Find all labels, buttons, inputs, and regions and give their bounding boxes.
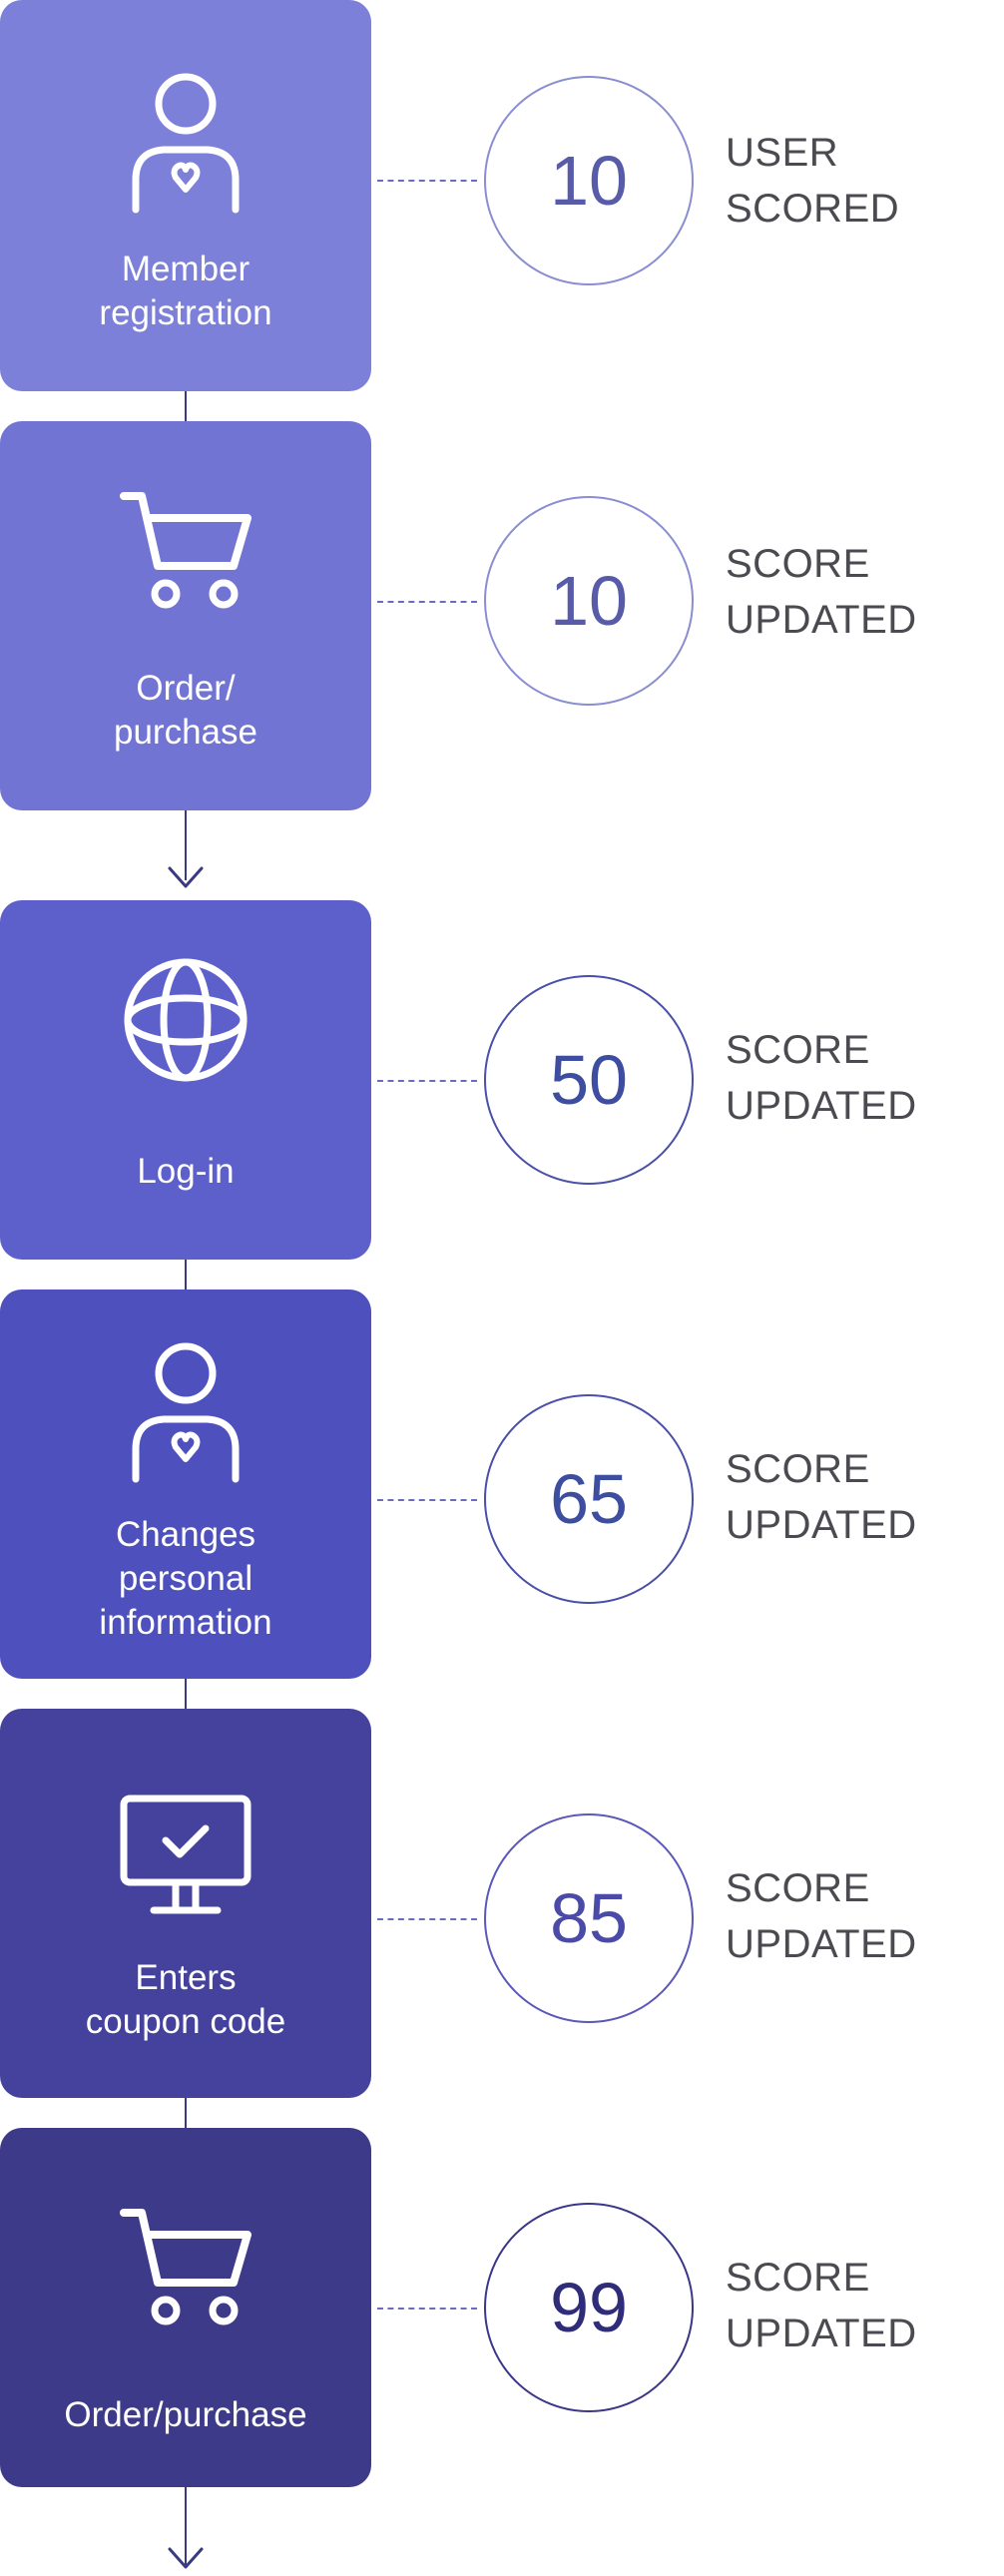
score-status: SCORE UPDATED: [726, 2256, 917, 2355]
flow-line: [185, 2487, 187, 2567]
dashed-connector: [377, 601, 477, 603]
step-label: Log-in: [137, 1152, 235, 1191]
score-status: USER SCORED: [726, 131, 900, 231]
score-circle: 10: [484, 496, 694, 706]
step-label: Member registration: [99, 250, 272, 332]
dashed-connector: [377, 2308, 477, 2310]
score-circle: 65: [484, 1394, 694, 1604]
score-circle: 50: [484, 975, 694, 1185]
arrow-down-icon: [168, 866, 204, 888]
dashed-connector: [377, 180, 477, 182]
score-status: SCORE UPDATED: [726, 1028, 917, 1128]
score-value: 50: [550, 1041, 628, 1119]
step-card-enters-coupon-code: Enters coupon code: [0, 1709, 371, 2098]
flow-line: [185, 2098, 187, 2128]
score-status: SCORE UPDATED: [726, 1447, 917, 1547]
step-label: Enters coupon code: [85, 1958, 286, 2041]
score-circle: 10: [484, 76, 694, 285]
arrow-down-icon: [168, 2547, 204, 2569]
cart-icon: [120, 492, 251, 609]
score-circle: 99: [484, 2203, 694, 2412]
cart-icon: [120, 2209, 251, 2325]
monitor-check-icon: [120, 1795, 251, 1914]
step-label: Order/ purchase: [114, 669, 257, 752]
score-status: SCORE UPDATED: [726, 542, 917, 642]
dashed-connector: [377, 1499, 477, 1501]
step-label: Order/purchase: [64, 2395, 307, 2434]
user-icon: [132, 73, 240, 214]
step-card-log-in: Log-in: [0, 900, 371, 1260]
score-value: 85: [550, 1879, 628, 1957]
step-card-order-purchase-final: Order/purchase: [0, 2128, 371, 2487]
score-value: 65: [550, 1460, 628, 1538]
score-status: SCORE UPDATED: [726, 1866, 917, 1966]
step-card-order-purchase: Order/ purchase: [0, 421, 371, 810]
score-value: 10: [550, 142, 628, 220]
flow-line: [185, 1260, 187, 1289]
score-circle: 85: [484, 1813, 694, 2023]
flow-line: [185, 810, 187, 880]
step-card-member-registration: Member registration: [0, 0, 371, 391]
globe-icon: [124, 958, 248, 1082]
score-value: 10: [550, 562, 628, 640]
user-icon: [132, 1342, 240, 1483]
flow-line: [185, 1679, 187, 1709]
dashed-connector: [377, 1080, 477, 1082]
step-card-changes-personal-information: Changes personal information: [0, 1289, 371, 1679]
step-label: Changes personal information: [99, 1515, 272, 1642]
flow-line: [185, 391, 187, 421]
dashed-connector: [377, 1918, 477, 1920]
score-value: 99: [550, 2269, 628, 2346]
